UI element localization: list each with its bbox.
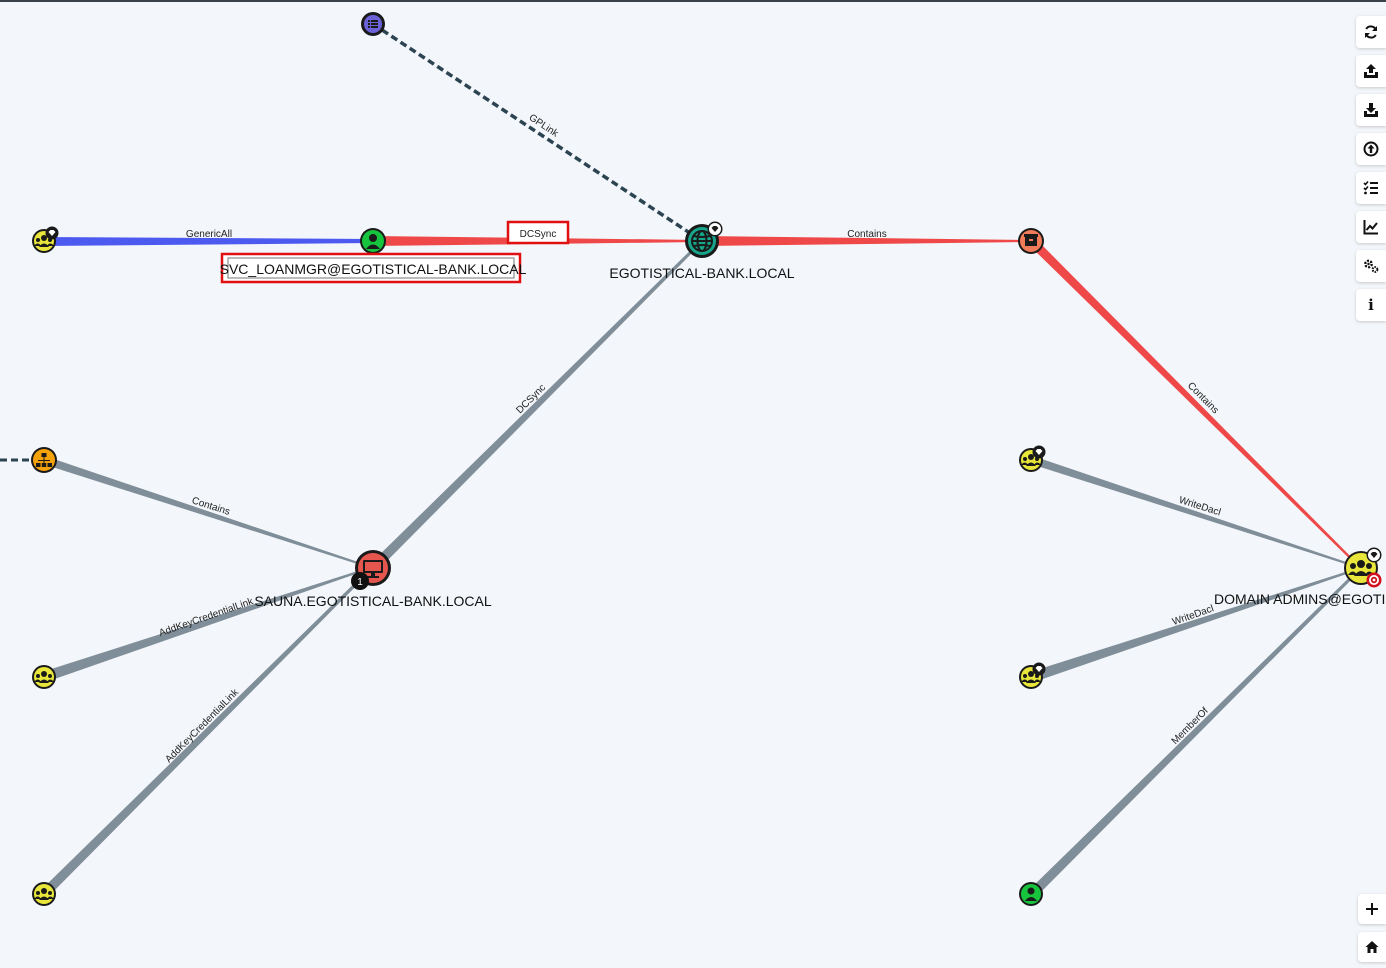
domain-node[interactable]: [685, 221, 723, 259]
info-icon: i: [1368, 296, 1374, 314]
node-label-svc-loanmgr: SVC_LOANMGR@EGOTISTICAL-BANK.LOCAL: [220, 261, 527, 277]
node-label-domain-admins: DOMAIN ADMINS@EGOTISTICAL-BANK.LOCAL: [1214, 591, 1386, 607]
sitemap-icon: [36, 453, 52, 467]
zoom-in-icon: [1366, 903, 1378, 915]
gem-badge-icon: [1032, 662, 1046, 676]
dcsync-highlight: DCSync: [506, 220, 570, 245]
gem-badge-icon: [707, 221, 723, 237]
zoom-in-button[interactable]: [1358, 894, 1386, 924]
user-node-svc-loanmgr[interactable]: [360, 228, 386, 254]
users-icon: [1021, 671, 1041, 683]
arrow-up-circle-button[interactable]: [1356, 133, 1386, 165]
download-button[interactable]: [1356, 94, 1386, 126]
edge-memberof[interactable]: [1028, 567, 1362, 897]
list-icon: [368, 20, 378, 28]
edge-contains-ou-computer[interactable]: [42, 455, 373, 569]
gem-badge-icon: [45, 226, 59, 240]
globe-icon: [691, 230, 713, 252]
node-label-computer: SAUNA.EGOTISTICAL-BANK.LOCAL: [254, 593, 491, 609]
settings-button[interactable]: [1356, 250, 1386, 282]
gem-badge-icon: [1366, 547, 1382, 563]
group-node-addkey-1[interactable]: [32, 665, 56, 689]
monitor-icon: [363, 560, 383, 578]
info-button[interactable]: i: [1356, 289, 1386, 321]
edge-dcsync-computer-domain[interactable]: [369, 240, 703, 571]
ou-node[interactable]: [31, 447, 57, 473]
edge-label-contains-top: Contains: [847, 229, 886, 240]
users-icon: [34, 235, 54, 247]
edge-contains-domain-container[interactable]: [702, 236, 1031, 246]
edge-writedacl-1[interactable]: [1030, 455, 1361, 569]
group-node-writedacl-2[interactable]: [1019, 662, 1046, 690]
edge-addkey-1[interactable]: [42, 566, 373, 682]
refresh-button[interactable]: [1356, 16, 1386, 48]
group-node-writedacl-1[interactable]: [1019, 445, 1046, 473]
user-icon: [366, 234, 380, 249]
box-icon: [1024, 234, 1038, 246]
group-node-addkey-2[interactable]: [32, 882, 56, 906]
user-icon: [1025, 887, 1037, 901]
edge-gplink[interactable]: [372, 22, 703, 243]
task-list-button[interactable]: [1356, 172, 1386, 204]
download-icon: [1364, 103, 1378, 117]
upload-button[interactable]: [1356, 55, 1386, 87]
target-badge-icon: [1366, 572, 1382, 588]
edge-genericall[interactable]: [44, 237, 373, 246]
edge-contains-container-admins[interactable]: [1028, 239, 1361, 568]
upload-icon: [1364, 64, 1378, 78]
edge-addkey-2[interactable]: [40, 566, 374, 897]
gpo-node[interactable]: [361, 12, 385, 36]
sessions-badge: 1: [351, 572, 369, 590]
edge-label-addkey-2: AddKeyCredentialLink: [163, 687, 241, 766]
edge-writedacl-2[interactable]: [1030, 567, 1361, 682]
chart-button[interactable]: [1356, 211, 1386, 243]
sessions-badge-count: 1: [357, 577, 363, 588]
window-top-border: [0, 0, 1386, 2]
container-node[interactable]: [1018, 228, 1044, 254]
edge-label-addkey-1: AddKeyCredentialLink: [158, 596, 256, 639]
users-icon: [1348, 560, 1374, 576]
computer-node-sauna[interactable]: 1: [351, 550, 391, 590]
users-icon: [34, 671, 54, 683]
edge-label-genericall: GenericAll: [186, 229, 232, 240]
user-node-memberof[interactable]: [1019, 882, 1043, 906]
edge-label-dcsync-top: DCSync: [520, 229, 557, 240]
settings-icon: [1364, 259, 1379, 273]
node-label-domain: EGOTISTICAL-BANK.LOCAL: [609, 265, 794, 281]
home-icon: [1365, 941, 1379, 953]
gem-badge-icon: [1032, 445, 1046, 459]
refresh-icon: [1365, 25, 1377, 39]
task-list-icon: [1363, 180, 1378, 195]
svc-loanmgr-label-box: SVC_LOANMGR@EGOTISTICAL-BANK.LOCAL: [220, 252, 527, 284]
users-icon: [34, 888, 54, 900]
users-icon: [1021, 454, 1041, 466]
group-node-domain-admins[interactable]: [1344, 547, 1382, 588]
group-node-genericall[interactable]: [32, 226, 59, 254]
arrow-up-circle-icon: [1363, 141, 1379, 157]
chart-line-icon: [1363, 220, 1378, 235]
home-button[interactable]: [1358, 932, 1386, 962]
